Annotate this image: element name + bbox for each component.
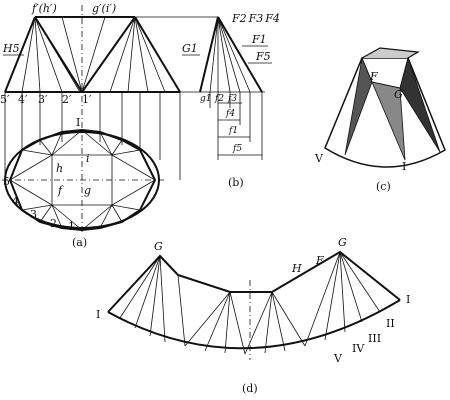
front-view (4, 5, 181, 232)
caption-a: (a) (72, 236, 87, 249)
label-h5: H5 (2, 42, 20, 55)
label-plan-g: g (84, 184, 91, 197)
label-d-H: H (291, 262, 302, 275)
label-base-5: 5′ (0, 93, 10, 106)
caption-b: (b) (228, 176, 244, 189)
label-d-I-right: I (406, 293, 410, 306)
label-plan-I: I (76, 116, 80, 129)
label-base-2: 2′ (62, 93, 72, 106)
label-plan-h: h (56, 162, 63, 175)
development-pattern (107, 250, 401, 360)
projection-lines (4, 16, 265, 180)
label-c-F: F (369, 70, 378, 83)
isometric-view (324, 47, 446, 168)
label-plan-5: 5 (3, 175, 10, 188)
label-c-V: V (314, 152, 324, 165)
label-c-G: G (394, 88, 403, 101)
true-length-diagram (199, 16, 263, 160)
label-f5: f5 (232, 144, 242, 154)
label-base-1: 1′ (82, 93, 92, 106)
label-f-prime: f′(h′) (31, 2, 57, 15)
label-d-III: III (368, 332, 381, 345)
label-d-II: II (386, 317, 395, 330)
label-d-G-right: G (338, 236, 347, 249)
label-f4: f4 (225, 109, 235, 119)
caption-d: (d) (242, 382, 258, 395)
label-d-IV: IV (352, 342, 365, 355)
label-c-I: I (402, 160, 406, 173)
label-d-I-left: I (96, 308, 100, 321)
label-base-3: 3′ (38, 93, 48, 106)
label-plan-1: 1 (68, 220, 75, 233)
label-base-4: 4′ (18, 93, 28, 106)
label-F5: F5 (255, 50, 271, 63)
label-g-prime: g′(i′) (92, 2, 116, 15)
label-F1: F1 (251, 33, 267, 46)
label-plan-4: 4 (12, 195, 19, 208)
caption-c: (c) (376, 180, 391, 193)
label-f1: f1 (228, 126, 238, 136)
label-d-F: F (315, 254, 324, 267)
top-view (2, 128, 165, 232)
label-G1: G1 (182, 42, 198, 55)
label-g1: g1 (200, 94, 212, 104)
label-plan-i: i (86, 152, 90, 165)
label-d-G-left: G (154, 240, 163, 253)
label-f2: f2 (214, 94, 224, 104)
label-d-V: V (333, 352, 343, 365)
label-plan-3: 3 (30, 208, 37, 221)
label-plan-f: f (57, 184, 64, 197)
label-f3: f3 (227, 94, 237, 104)
label-plan-2: 2 (50, 217, 57, 230)
